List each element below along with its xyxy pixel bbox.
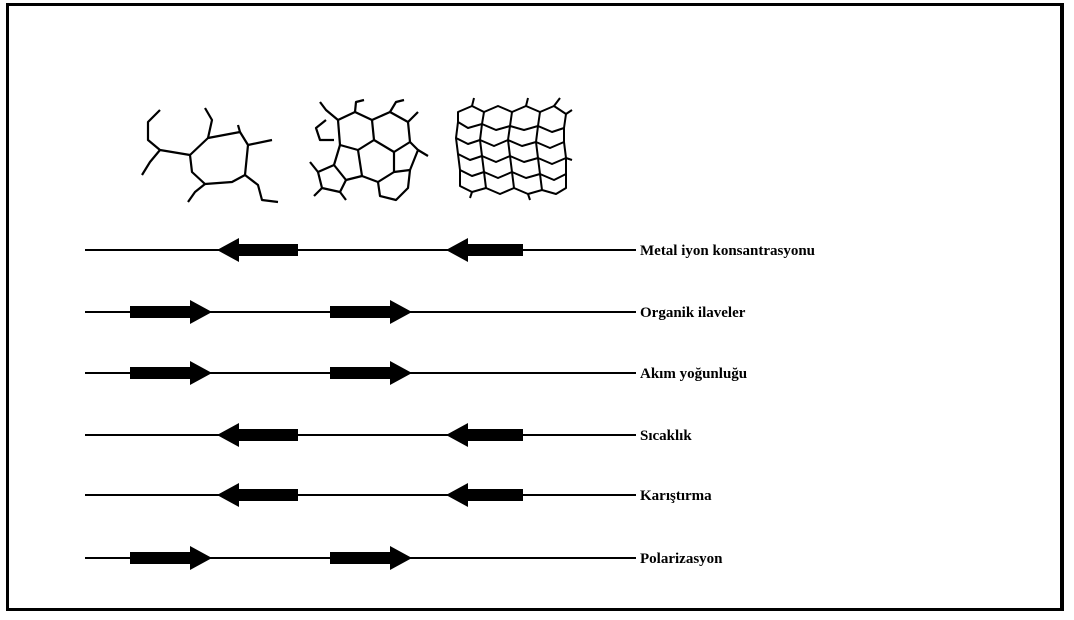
right-arrow-icon [130, 361, 212, 385]
row-label: Metal iyon konsantrasyonu [640, 243, 815, 259]
grain-structure-medium [310, 100, 428, 200]
row-label: Karıştırma [640, 488, 712, 504]
row-2: Akım yoğunluğu [85, 361, 747, 385]
left-arrow-icon [217, 238, 298, 262]
row-4: Karıştırma [85, 483, 712, 507]
left-arrow-icon [446, 238, 523, 262]
left-arrow-icon [446, 483, 523, 507]
grain-structure-coarse [142, 108, 278, 202]
row-0: Metal iyon konsantrasyonu [85, 238, 815, 262]
left-arrow-icon [446, 423, 523, 447]
row-label: Akım yoğunluğu [640, 366, 747, 382]
right-arrow-icon [130, 546, 212, 570]
right-arrow-icon [330, 300, 412, 324]
row-3: Sıcaklık [85, 423, 692, 447]
row-label: Sıcaklık [640, 428, 692, 444]
row-1: Organik ilaveler [85, 300, 746, 324]
right-arrow-icon [330, 361, 412, 385]
grain-structure-fine [456, 98, 572, 200]
right-arrow-icon [330, 546, 412, 570]
row-label: Organik ilaveler [640, 305, 746, 321]
right-arrow-icon [130, 300, 212, 324]
row-label: Polarizasyon [640, 551, 723, 567]
left-arrow-icon [217, 483, 298, 507]
left-arrow-icon [217, 423, 298, 447]
row-5: Polarizasyon [85, 546, 723, 570]
